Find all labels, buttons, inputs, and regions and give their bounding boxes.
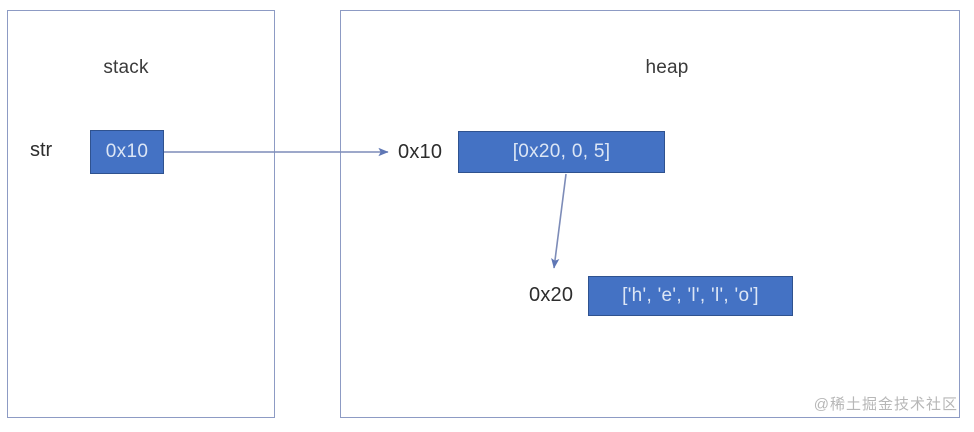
stack-pointer-box: 0x10 (90, 130, 164, 174)
heap-chars-box: ['h', 'e', 'l', 'l', 'o'] (588, 276, 793, 316)
heap-address-label-0x20: 0x20 (529, 284, 574, 306)
spellcheck-squiggle-icon (29, 163, 59, 168)
heap-vector-box: [0x20, 0, 5] (458, 131, 665, 173)
stack-variable-label: str (30, 139, 53, 161)
stack-region-title: stack (103, 57, 149, 78)
watermark: @稀土掘金技术社区 (813, 396, 958, 413)
stack-region (7, 10, 275, 418)
heap-region-title: heap (645, 57, 689, 78)
heap-address-label-0x10: 0x10 (398, 141, 443, 163)
heap-region (340, 10, 960, 418)
